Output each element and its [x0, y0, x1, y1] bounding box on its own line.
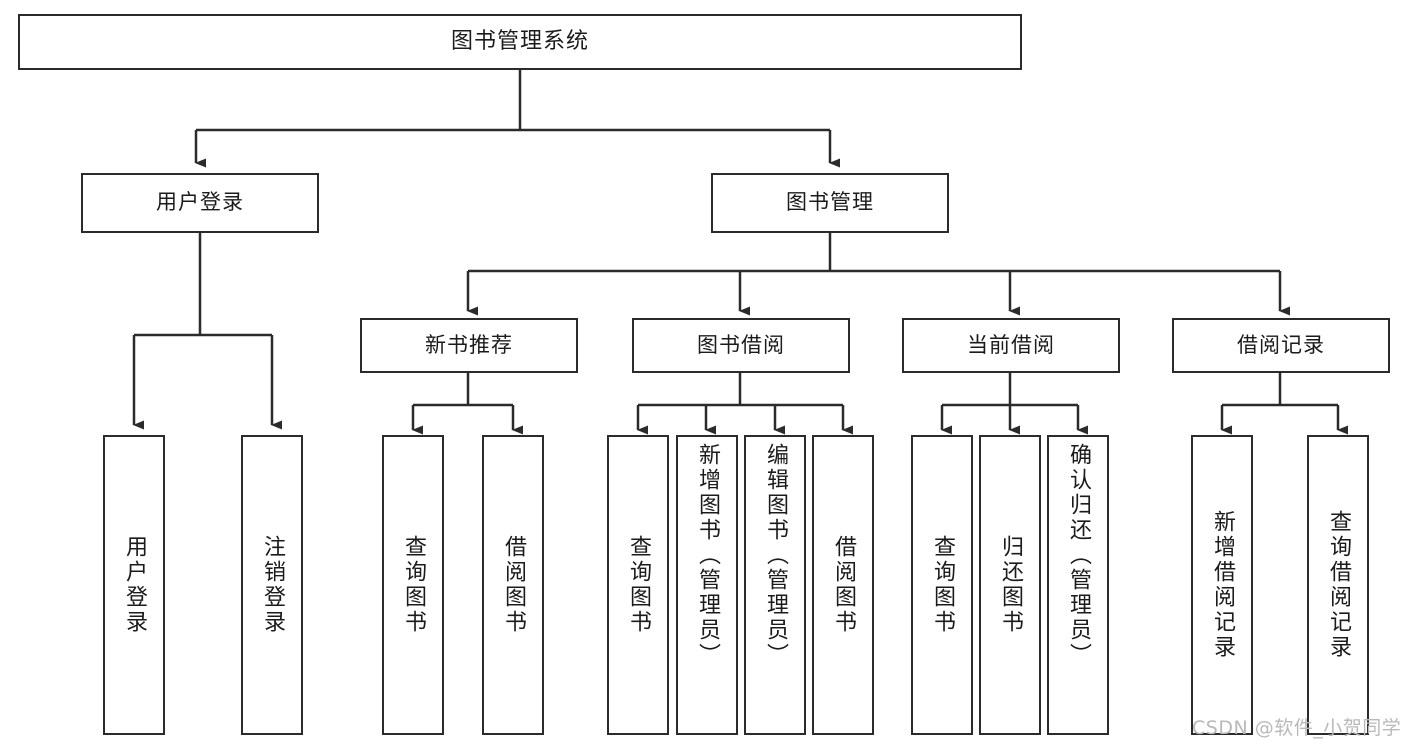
node-label: 当前借阅 — [967, 332, 1055, 357]
node-borrow-record[interactable]: 借阅记录 — [1172, 318, 1390, 373]
leaf-confirm-return-admin[interactable]: 确认归还（管理员） — [1047, 435, 1109, 735]
leaf-query-book-recommend[interactable]: 查询图书 — [382, 435, 444, 735]
node-label: 用户登录 — [121, 535, 147, 635]
leaf-add-book-admin[interactable]: 新增图书（管理员） — [676, 435, 738, 735]
node-label: 编辑图书（管理员） — [762, 443, 788, 668]
leaf-return-book[interactable]: 归还图书 — [979, 435, 1041, 735]
leaf-borrow-book[interactable]: 借阅图书 — [812, 435, 874, 735]
node-label: 图书借阅 — [697, 332, 785, 357]
node-label: 借阅图书 — [830, 535, 856, 635]
leaf-borrow-book-recommend[interactable]: 借阅图书 — [482, 435, 544, 735]
node-label: 注销登录 — [259, 535, 285, 635]
leaf-add-borrow-record[interactable]: 新增借阅记录 — [1191, 435, 1253, 735]
leaf-edit-book-admin[interactable]: 编辑图书（管理员） — [744, 435, 806, 735]
node-label: 图书管理 — [786, 190, 874, 215]
node-user-login[interactable]: 用户登录 — [81, 173, 319, 233]
leaf-user-login[interactable]: 用户登录 — [103, 435, 165, 735]
node-current-borrow[interactable]: 当前借阅 — [902, 318, 1120, 373]
node-root-system[interactable]: 图书管理系统 — [18, 14, 1022, 70]
node-label: 归还图书 — [997, 535, 1023, 635]
node-label: 借阅记录 — [1237, 332, 1325, 357]
leaf-user-logout[interactable]: 注销登录 — [241, 435, 303, 735]
node-label: 新增图书（管理员） — [694, 443, 720, 668]
node-book-borrow[interactable]: 图书借阅 — [632, 318, 850, 373]
node-label: 新书推荐 — [425, 332, 513, 357]
node-label: 图书管理系统 — [450, 28, 589, 54]
node-label: 查询图书 — [929, 535, 955, 635]
node-label: 查询借阅记录 — [1325, 510, 1351, 660]
node-label: 查询图书 — [625, 535, 651, 635]
leaf-query-borrow-record[interactable]: 查询借阅记录 — [1307, 435, 1369, 735]
node-label: 确认归还（管理员） — [1065, 443, 1091, 668]
csdn-watermark: CSDN @软件_小贺同学 — [1192, 717, 1402, 739]
node-book-management[interactable]: 图书管理 — [711, 173, 949, 233]
node-label: 用户登录 — [156, 190, 244, 215]
leaf-query-book-current[interactable]: 查询图书 — [911, 435, 973, 735]
node-label: 新增借阅记录 — [1209, 510, 1235, 660]
node-label: 借阅图书 — [500, 535, 526, 635]
node-label: 查询图书 — [400, 535, 426, 635]
node-new-book-recommend[interactable]: 新书推荐 — [360, 318, 578, 373]
leaf-query-book-borrow[interactable]: 查询图书 — [607, 435, 669, 735]
